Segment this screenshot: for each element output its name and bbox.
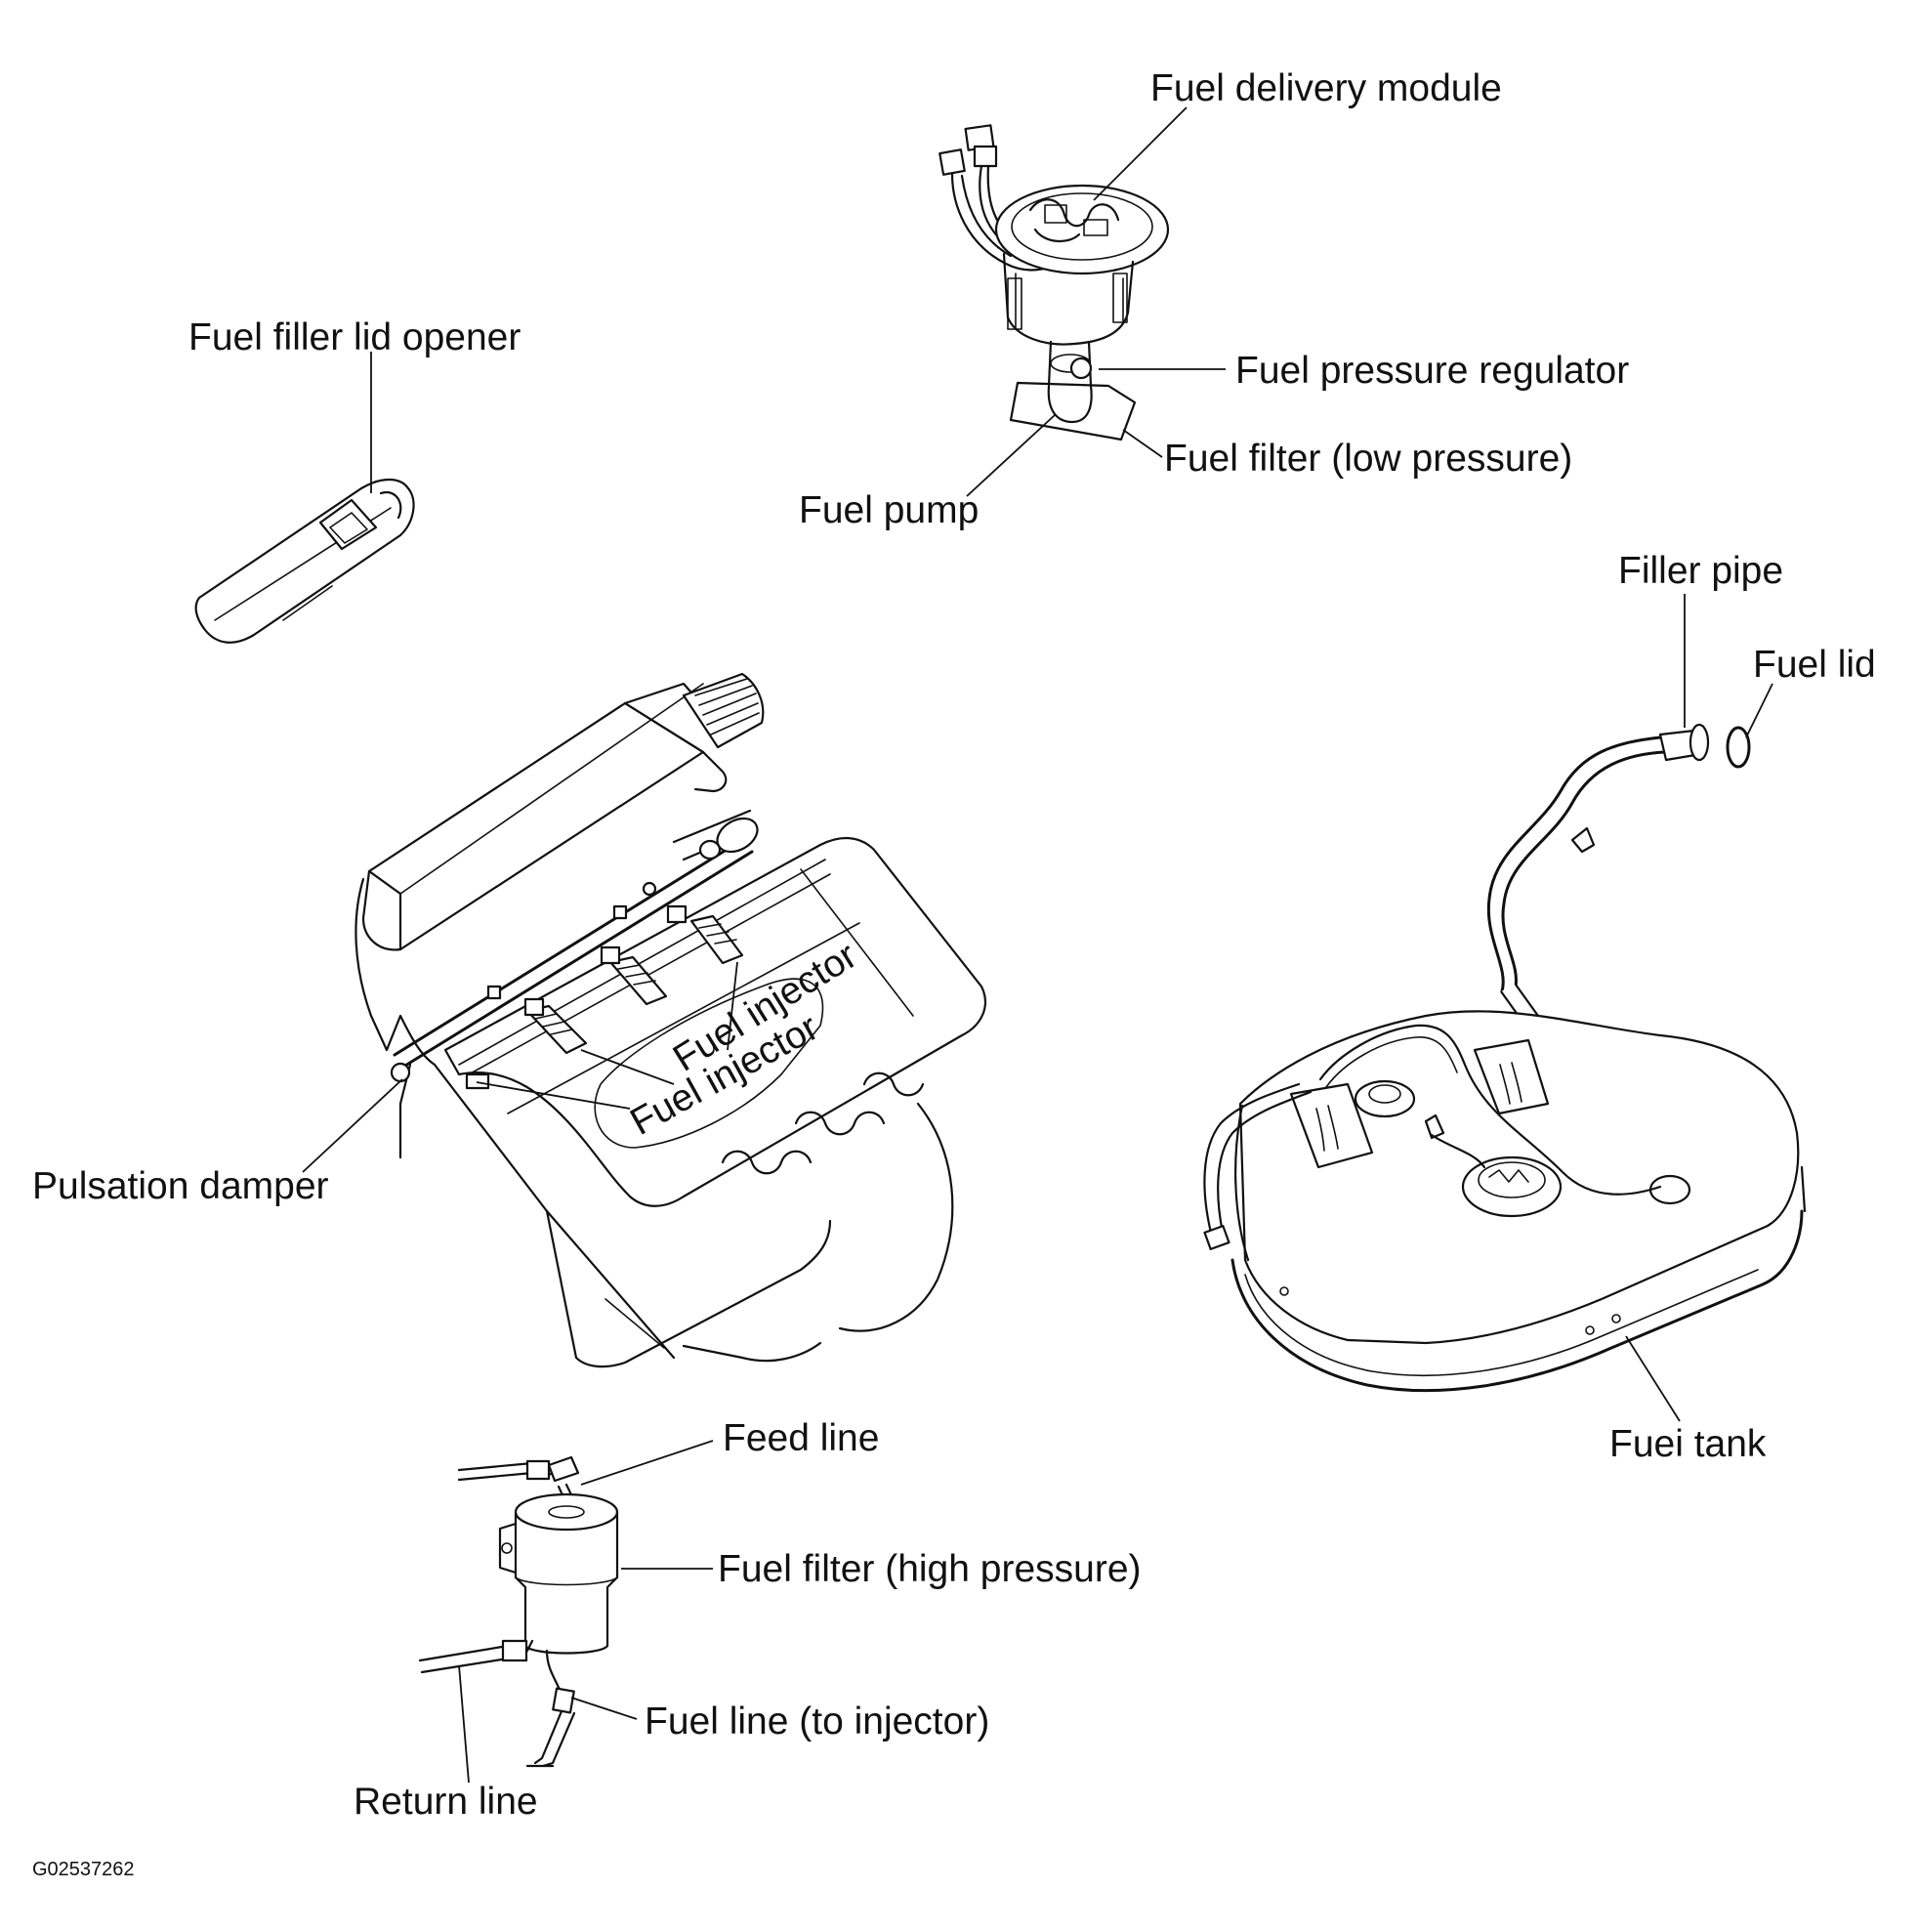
fuel-injector-3-drawing [666,904,744,965]
fuel-injector-2-drawing [600,945,668,1006]
fuel-filter-high-pressure-drawing [418,1455,619,1768]
fuel-filler-lid-opener-drawing [194,478,415,644]
fuel-injector-1-drawing [523,997,588,1055]
label-fuel-pump: Fuel pump [799,489,979,531]
fuel-delivery-module-drawing [938,124,1170,441]
label-fuel-line-to-injector: Fuel line (to injector) [645,1701,989,1743]
label-fuel-filter-high-pressure: Fuel filter (high pressure) [718,1548,1142,1590]
label-fuel-pressure-regulator: Fuel pressure regulator [1235,350,1629,392]
label-fuel-delivery-module: Fuel delivery module [1150,67,1502,109]
fuel-tank-drawing [1203,723,1807,1393]
label-filler-pipe: Filler pipe [1618,550,1783,592]
leader-lines [302,106,1773,1784]
label-pulsation-damper: Pulsation damper [32,1165,329,1207]
label-fuel-filler-lid-opener: Fuel filler lid opener [188,316,521,358]
figure-code: G02537262 [32,1859,135,1880]
label-return-line: Return line [354,1781,538,1823]
label-feed-line: Feed line [723,1417,879,1459]
engine-drawing [354,672,986,1368]
label-fuel-lid: Fuel lid [1753,644,1876,686]
label-fuel-tank: Fuei tank [1609,1423,1767,1465]
label-fuel-filter-low-pressure: Fuel filter (low pressure) [1164,438,1572,480]
